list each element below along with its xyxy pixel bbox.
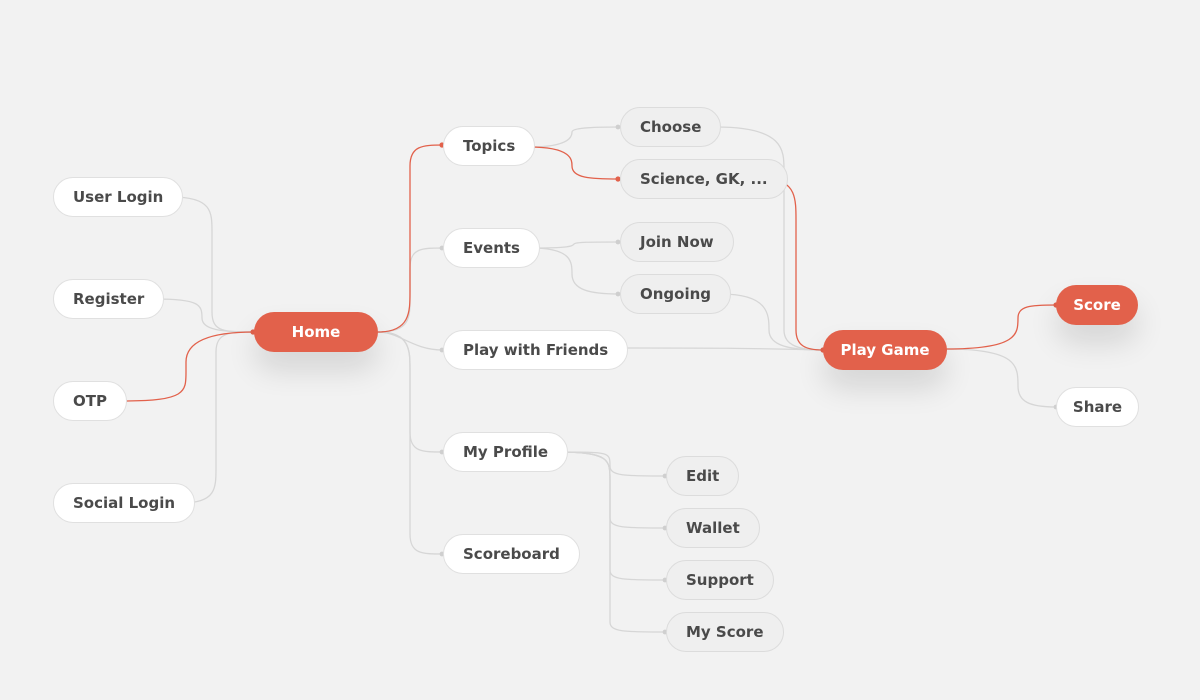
link-play-game-share (945, 348, 1057, 408)
node-play-game[interactable]: Play Game (823, 330, 947, 370)
node-edit[interactable]: Edit (666, 456, 740, 496)
link-events-ongoing (530, 247, 620, 295)
node-home[interactable]: Home (254, 312, 378, 352)
node-ongoing[interactable]: Ongoing (620, 274, 732, 314)
node-join-now[interactable]: Join Now (620, 222, 734, 262)
link-my-profile-my-score (556, 451, 667, 633)
link-events-join-now (530, 241, 620, 249)
link-topics-science (528, 146, 620, 180)
link-home-topics (377, 144, 444, 333)
node-choose[interactable]: Choose (620, 107, 722, 147)
link-play-game-score (945, 304, 1057, 350)
node-scoreboard[interactable]: Scoreboard (443, 534, 580, 574)
node-science-gk[interactable]: Science, GK, ... (620, 159, 788, 199)
node-my-score[interactable]: My Score (666, 612, 784, 652)
node-user-login[interactable]: User Login (53, 177, 184, 217)
node-social-login[interactable]: Social Login (53, 483, 196, 523)
link-my-profile-edit (556, 451, 667, 477)
link-user-login-home (171, 196, 255, 333)
node-play-with-friends[interactable]: Play with Friends (443, 330, 629, 370)
link-home-play-friends (377, 331, 444, 351)
link-science-play-game (768, 179, 824, 351)
link-social-login-home (181, 331, 255, 504)
node-score[interactable]: Score (1056, 285, 1138, 325)
node-register[interactable]: Register (53, 279, 165, 319)
node-topics[interactable]: Topics (443, 126, 536, 166)
node-share[interactable]: Share (1056, 387, 1139, 427)
link-my-profile-wallet (556, 451, 667, 529)
node-wallet[interactable]: Wallet (666, 508, 760, 548)
connection-dots (250, 124, 1059, 635)
link-register-home (154, 298, 255, 333)
node-my-profile[interactable]: My Profile (443, 432, 569, 472)
link-play-friends-play-game (610, 347, 824, 351)
node-support[interactable]: Support (666, 560, 774, 600)
link-otp-home (122, 331, 255, 402)
link-topics-choose (528, 126, 620, 148)
node-otp[interactable]: OTP (53, 381, 127, 421)
link-home-scoreboard (377, 331, 444, 555)
node-events[interactable]: Events (443, 228, 540, 268)
link-ongoing-play-game (720, 293, 824, 351)
